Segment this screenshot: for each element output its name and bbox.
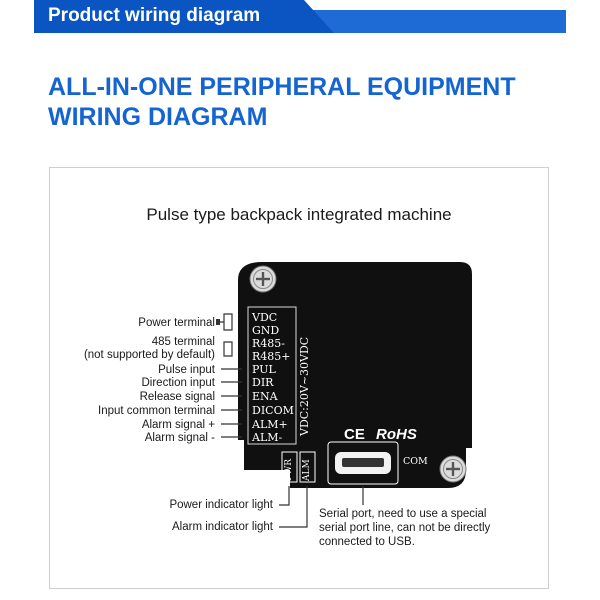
label-direction-input: Direction input: [141, 377, 215, 389]
label-serial-port-line-1: Serial port, need to use a special: [319, 508, 487, 520]
label-power-terminal: Power terminal: [138, 317, 215, 329]
alarm-indicator-leader: [279, 486, 308, 528]
pin-r485-minus: R485-: [252, 337, 285, 350]
pin-dicom: DICOM: [252, 404, 294, 417]
pin-r485-plus: R485+: [252, 350, 291, 363]
screw-top-left-icon: [249, 265, 277, 293]
diagram-title: Pulse type backpack integrated machine: [146, 205, 452, 224]
pin-vdc: VDC: [252, 311, 278, 324]
banner: Product wiring diagram: [34, 0, 566, 33]
pin-alm-minus: ALM-: [252, 431, 283, 444]
rohs-mark: RoHS: [376, 426, 417, 443]
power-terminal-leader: [218, 313, 233, 331]
power-indicator-leader: [279, 486, 290, 506]
com-label: COM: [403, 456, 428, 467]
banner-title: Product wiring diagram: [48, 5, 261, 26]
label-alarm-indicator-light: Alarm indicator light: [172, 521, 273, 533]
label-release-signal: Release signal: [139, 391, 215, 403]
serial-port-icon: [327, 441, 399, 485]
alm-indicator-box: [299, 451, 316, 483]
pin-ena: ENA: [252, 390, 278, 403]
label-pulse-input: Pulse input: [158, 364, 215, 376]
page-heading: ALL-IN-ONE PERIPHERAL EQUIPMENT WIRING D…: [48, 72, 568, 132]
ce-mark: CE: [344, 426, 365, 443]
label-power-indicator-light: Power indicator light: [169, 499, 273, 511]
pin-dir: DIR: [252, 376, 274, 389]
terminal-block: [247, 306, 297, 445]
label-serial-port-line-3: connected to USB.: [319, 536, 415, 548]
diagram-panel: [49, 167, 549, 589]
label-serial-port-line-2: serial port line, can not be directly: [319, 522, 491, 534]
banner-tab: [34, 0, 334, 33]
pin-gnd: GND: [252, 324, 280, 337]
pwr-indicator-box: [281, 451, 298, 483]
label-alarm-signal-plus: Alarm signal +: [141, 419, 215, 431]
pwr-label: PWR: [284, 458, 294, 481]
pin-alm-plus: ALM+: [252, 418, 288, 431]
label-input-common-terminal: Input common terminal: [98, 405, 215, 417]
pin-pul: PUL: [252, 363, 276, 376]
label-485-terminal: 485 terminal: [151, 336, 215, 348]
label-alarm-signal-minus: Alarm signal -: [144, 432, 215, 444]
heading-line-2: WIRING DIAGRAM: [48, 103, 268, 131]
alm-label: ALM: [302, 459, 312, 481]
heading-line-1: ALL-IN-ONE PERIPHERAL EQUIPMENT: [48, 73, 516, 101]
voltage-label: VDC:20V~30VDC: [298, 336, 311, 436]
label-485-note: (not supported by default): [83, 349, 215, 361]
terminal-485-leader: [223, 341, 233, 357]
screw-bottom-right-icon: [439, 455, 467, 483]
